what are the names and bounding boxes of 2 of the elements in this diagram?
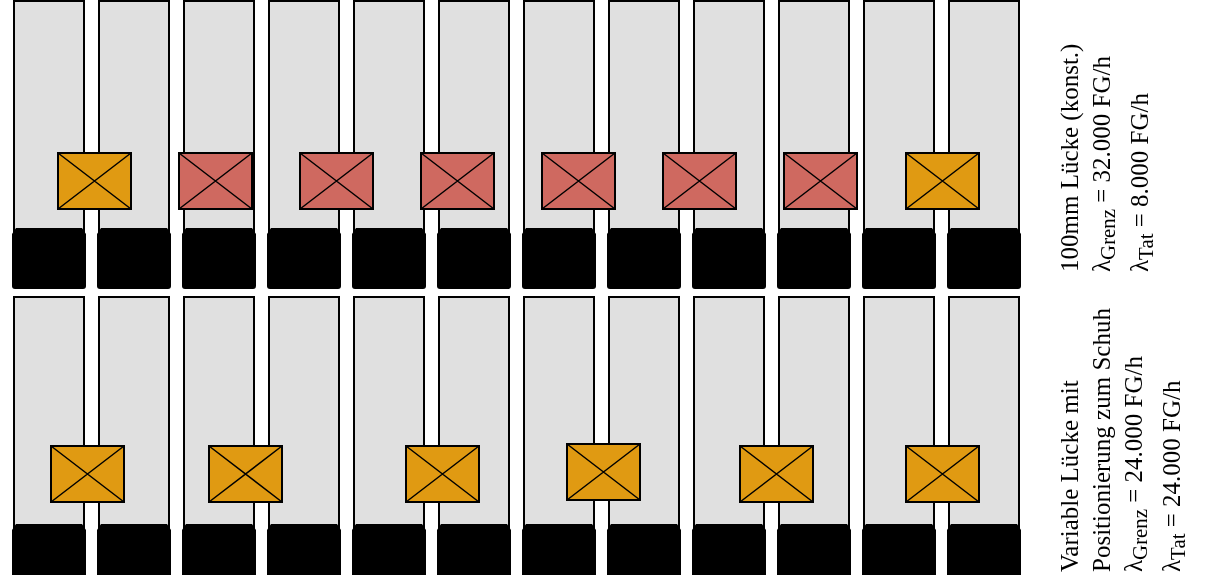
caption-text: Variable Lücke mit Positionierung zum Schuh (1055, 307, 1116, 572)
caption-text: 100mm Lücke (konst.) (1055, 42, 1084, 272)
